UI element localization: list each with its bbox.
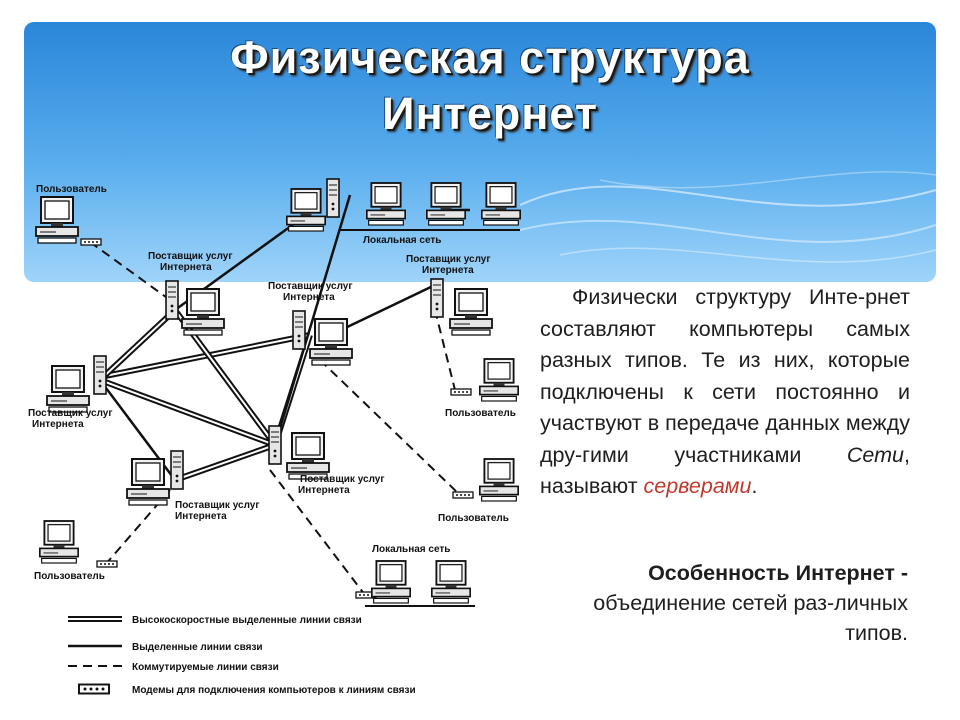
banner-wave xyxy=(559,247,937,263)
modem-icon xyxy=(450,388,472,396)
computer-icon xyxy=(285,188,327,232)
label-user-right-2: Пользователь xyxy=(438,513,509,524)
computer-icon xyxy=(35,196,79,244)
computer-icon xyxy=(478,358,520,402)
legend-label: Модемы для подключения компьютеров к лин… xyxy=(132,685,416,696)
modem-icon xyxy=(80,238,102,246)
banner-wave xyxy=(519,219,937,243)
computer-icon xyxy=(365,182,407,226)
computer-icon xyxy=(425,182,467,226)
feature-heading: Особенность Интернет - xyxy=(648,561,908,585)
high-speed-line xyxy=(94,332,311,381)
switched-line xyxy=(269,469,366,596)
label-user-top: Пользователь xyxy=(36,184,107,195)
label-isp-3: Поставщик услуг xyxy=(406,254,491,265)
legend-item: Выделенные линии связи xyxy=(68,642,263,653)
legend-item: Модемы для подключения компьютеров к лин… xyxy=(77,683,416,696)
computer-icon xyxy=(181,288,225,336)
server-tower-icon xyxy=(292,310,306,350)
computer-icon xyxy=(126,458,170,506)
label-isp-bottom-line2: Интернета xyxy=(175,511,227,522)
server-tower-icon xyxy=(326,178,340,218)
computer-icon xyxy=(309,318,353,366)
modem-icon xyxy=(77,683,111,695)
label-isp-3-line2: Интернета xyxy=(422,265,474,276)
switched-lines xyxy=(89,241,461,596)
computer-icon xyxy=(478,458,520,502)
computer-icon xyxy=(370,560,412,604)
switched-line xyxy=(319,359,461,496)
body-paragraph: Физически структуру Инте-рнет составляют… xyxy=(540,282,910,503)
server-tower-icon xyxy=(268,425,282,465)
body-text-part1: Физически структуру Инте-рнет составляют… xyxy=(540,285,910,467)
server-tower-icon xyxy=(430,278,444,318)
label-isp-2-line2: Интернета xyxy=(283,292,335,303)
label-isp-center-line2: Интернета xyxy=(298,485,350,496)
banner-background xyxy=(24,22,936,282)
high-speed-line xyxy=(98,377,277,448)
body-text-part3: . xyxy=(751,474,758,498)
label-isp-left: Поставщик услуг xyxy=(28,408,113,419)
label-isp-bottom: Поставщик услуг xyxy=(175,500,260,511)
switched-line xyxy=(434,309,456,391)
computer-icon xyxy=(449,288,493,336)
modem-icon xyxy=(96,560,118,568)
network-diagram: Пользователь Поставщик услуг Интернета Л… xyxy=(28,178,522,696)
label-lan-top: Локальная сеть xyxy=(363,235,441,246)
term-servers: серверами xyxy=(643,474,752,498)
label-isp-1: Поставщик услуг xyxy=(148,251,233,262)
feature-paragraph: Особенность Интернет - объединение сетей… xyxy=(560,558,908,648)
body-text-part2: , называют xyxy=(540,442,910,499)
banner-wave xyxy=(599,171,937,189)
computer-icon xyxy=(430,560,472,604)
feature-text: объединение сетей раз-личных типов. xyxy=(593,591,908,645)
high-speed-line xyxy=(97,307,178,383)
dedicated-line xyxy=(273,194,352,446)
slide-title: Физическая структура Интернет xyxy=(230,32,750,139)
label-lan-bottom: Локальная сеть xyxy=(372,544,450,555)
server-tower-icon xyxy=(170,450,184,490)
computer-icon xyxy=(286,432,330,480)
label-isp-center: Поставщик услуг xyxy=(300,474,385,485)
legend-item: Высокоскоростные выделенные линии связи xyxy=(68,615,362,626)
legend-label: Выделенные линии связи xyxy=(132,642,263,653)
label-isp-left-line2: Интернета xyxy=(32,419,84,430)
label-user-right-1: Пользователь xyxy=(445,408,516,419)
server-tower-icon xyxy=(165,280,179,320)
computer-icon xyxy=(38,520,80,564)
computer-icon xyxy=(480,182,522,226)
banner-wave xyxy=(519,185,937,207)
server-tower-icon xyxy=(93,355,107,395)
label-isp-1-line2: Интернета xyxy=(160,262,212,273)
label-user-bottom-left: Пользователь xyxy=(34,571,105,582)
diagram-legend: Высокоскоростные выделенные линии связи … xyxy=(68,615,416,696)
title-banner xyxy=(24,22,937,282)
legend-label: Коммутируемые линии связи xyxy=(132,662,279,673)
computer-icon xyxy=(46,365,90,413)
legend-label: Высокоскоростные выделенные линии связи xyxy=(132,615,362,626)
high-speed-line xyxy=(174,442,276,483)
term-network: Сети xyxy=(846,442,905,467)
legend-item: Коммутируемые линии связи xyxy=(68,662,279,673)
modem-icon xyxy=(452,491,474,499)
label-isp-2: Поставщик услуг xyxy=(268,281,353,292)
switched-line xyxy=(89,241,171,301)
